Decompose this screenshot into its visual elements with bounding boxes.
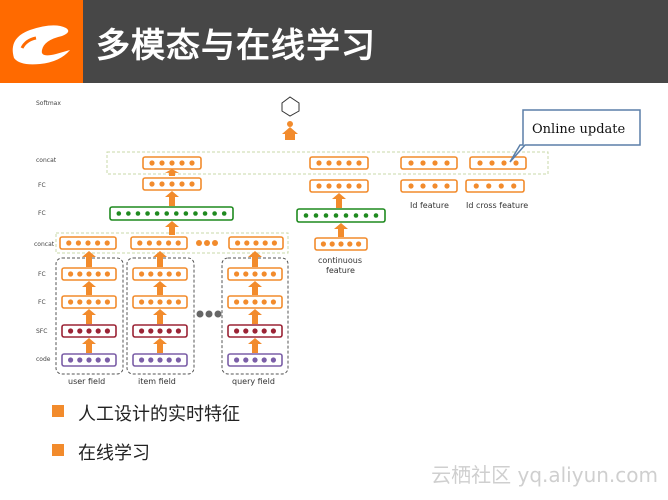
item-sfc-node	[132, 324, 188, 338]
user-arrow-3	[82, 338, 96, 353]
arrow-green-left	[165, 191, 179, 206]
fc-node-left	[142, 177, 202, 191]
bullet-text: 人工设计的实时特征	[78, 404, 240, 425]
continuous-feature-label-2: feature	[326, 266, 355, 275]
online-update-callout: Online update	[509, 109, 641, 163]
softmax-input-dot	[287, 121, 293, 127]
arrow-mid-concat	[165, 221, 179, 235]
query-arrow-3	[248, 338, 262, 353]
row-label-concat-mid: concat	[34, 241, 55, 248]
item-arrow-3	[153, 338, 167, 353]
user-field-label: user field	[68, 377, 105, 386]
row-label-fc-3: FC	[38, 271, 46, 278]
fc-node-continuous	[309, 179, 369, 193]
row-label-code: code	[36, 356, 51, 363]
row-labels: Softmax concat FC FC concat FC FC SFC co…	[34, 100, 61, 363]
user-code-node	[61, 353, 117, 367]
mid-concat-query	[228, 236, 284, 250]
arrow-green-cont	[332, 193, 346, 208]
logo	[0, 0, 83, 83]
fc-green-continuous	[296, 208, 386, 223]
row-label-fc-1: FC	[38, 182, 46, 189]
item-field-label: item field	[138, 377, 176, 386]
query-arrow-2	[248, 309, 262, 324]
row-label-sfc: SFC	[36, 328, 47, 335]
user-arrow-2	[82, 309, 96, 324]
user-sfc-node	[61, 324, 117, 338]
slide-title: 多模态与在线学习	[96, 26, 376, 66]
row-label-concat-top: concat	[36, 157, 57, 164]
row-label-softmax: Softmax	[36, 100, 61, 107]
mid-concat-item	[130, 236, 188, 250]
concat-node-2	[309, 156, 369, 170]
concat-node-3	[400, 156, 458, 170]
bullet-square-icon	[52, 444, 64, 456]
user-arrow-1	[82, 281, 96, 295]
arrow-cont-input	[334, 223, 348, 237]
row-label-fc-2: FC	[38, 210, 46, 217]
bullet-square-icon	[52, 405, 64, 417]
online-update-label: Online update	[532, 122, 626, 137]
query-code-node	[227, 353, 283, 367]
arrow-fc-left	[165, 169, 179, 176]
id-feature-node	[400, 179, 458, 193]
id-cross-feature-node	[465, 179, 525, 193]
slide-header: 多模态与在线学习	[0, 0, 668, 83]
continuous-input-node	[314, 237, 368, 251]
id-feature-label: Id feature	[410, 201, 449, 210]
user-arrow-4	[82, 251, 96, 267]
query-sfc-node	[227, 324, 283, 338]
item-arrow-2	[153, 309, 167, 324]
item-fc-node-2	[132, 295, 188, 309]
concat-node-1	[142, 156, 202, 170]
query-fc-node-1	[227, 267, 283, 281]
query-arrow-4	[248, 251, 262, 267]
user-fc-node-1	[61, 267, 117, 281]
item-code-node	[132, 353, 188, 367]
top-concat-container	[106, 151, 549, 175]
watermark: 云栖社区 yq.aliyun.com	[431, 463, 658, 487]
row-label-fc-4: FC	[38, 299, 46, 306]
continuous-feature-label-1: continuous	[318, 256, 362, 265]
concat-node-4	[469, 156, 527, 170]
ellipsis-dots-fields	[196, 310, 222, 318]
item-arrow-4	[153, 251, 167, 267]
item-fc-node-1	[132, 267, 188, 281]
diagram-nodes	[59, 156, 527, 367]
ellipsis-dots-concat	[196, 240, 218, 246]
item-arrow-1	[153, 281, 167, 295]
mid-concat-user	[59, 236, 117, 250]
arrow-softmax	[282, 127, 298, 140]
softmax-node	[281, 96, 300, 117]
fc-green-left	[109, 206, 234, 221]
alibaba-logo-icon	[12, 25, 70, 65]
id-cross-feature-label: Id cross feature	[466, 201, 528, 210]
query-fc-node-2	[227, 295, 283, 309]
user-fc-node-2	[61, 295, 117, 309]
bullet-text: 在线学习	[78, 443, 150, 464]
query-arrow-1	[248, 281, 262, 295]
query-field-label: query field	[232, 377, 275, 386]
